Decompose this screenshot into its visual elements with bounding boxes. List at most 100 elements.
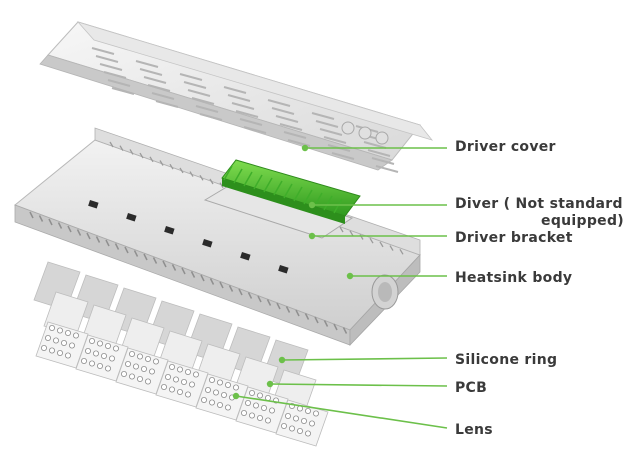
- label-lens: Lens: [455, 422, 493, 438]
- body-vent-slot: [159, 160, 164, 166]
- body-vent-slot: [124, 246, 129, 254]
- body-vent-slot: [295, 309, 300, 317]
- label-driver-cover: Driver cover: [455, 139, 556, 155]
- driver-fin: [293, 186, 303, 202]
- lens-optic: [113, 345, 120, 352]
- lens-optic: [172, 376, 179, 383]
- lens-optic: [140, 365, 147, 372]
- body-vent-slot: [76, 229, 82, 236]
- lens-optic: [125, 360, 132, 367]
- lens-optic: [57, 349, 64, 356]
- cover-vent-slot: [95, 55, 119, 63]
- lens-optic: [144, 378, 151, 385]
- cover-vent-slot: [139, 68, 163, 76]
- label-pcb: PCB: [455, 380, 488, 396]
- lens-optic: [256, 414, 263, 421]
- cover-vent-slot: [195, 105, 219, 113]
- body-vent-slot: [190, 271, 196, 278]
- body-vent-slot: [219, 182, 224, 189]
- lens-optic: [208, 399, 215, 406]
- lens-optic: [280, 422, 287, 429]
- callout-leaders: [232, 144, 448, 429]
- driver-fin: [243, 171, 253, 187]
- lens-optic: [256, 392, 263, 399]
- body-vent-slot: [67, 225, 72, 233]
- body-vent-slot: [219, 281, 224, 289]
- body-vent-slot: [209, 178, 214, 185]
- body-vent-slot: [169, 163, 174, 170]
- cover-vent-slot: [135, 60, 159, 68]
- lens-optic: [148, 368, 155, 375]
- cover-vent-slot: [191, 97, 215, 105]
- cover-vent-slot: [375, 165, 399, 173]
- label-driver: Diver ( Not standard: [455, 196, 623, 212]
- body-vent-slot: [95, 236, 101, 243]
- lens-optic: [248, 412, 255, 419]
- body-vent-slot: [304, 313, 310, 320]
- cover-hole: [341, 121, 355, 135]
- label-silicone-ring: Silicone ring: [455, 352, 558, 368]
- lens-optic: [292, 415, 299, 422]
- lens-optic: [240, 409, 247, 416]
- cover-vent-slot: [183, 81, 207, 89]
- cover-vent-slots: [91, 47, 399, 173]
- cover-vent-slot: [279, 123, 303, 131]
- body-vent-slot: [57, 222, 63, 229]
- lens-optic: [105, 365, 112, 372]
- lens-optic: [268, 407, 275, 414]
- cover-vent-slot: [107, 79, 131, 87]
- cover-vent-slot: [103, 71, 127, 79]
- lens-optic: [192, 371, 199, 378]
- lens-optic: [176, 388, 183, 395]
- lens-optic: [244, 399, 251, 406]
- body-vent-slot: [152, 257, 158, 264]
- cover-vent-slot: [151, 92, 175, 100]
- lens-optic: [260, 404, 267, 411]
- cable-gland-inner: [378, 282, 392, 302]
- fixing-point: [202, 239, 213, 248]
- lens-optic: [212, 389, 219, 396]
- body-vent-slot: [257, 295, 262, 303]
- body-vent-slot: [323, 320, 329, 327]
- driver-fin: [323, 195, 333, 211]
- lens-optic: [61, 339, 68, 346]
- body-vent-slot: [228, 285, 234, 292]
- fixing-point: [126, 213, 137, 222]
- cover-vent-slot: [99, 63, 123, 71]
- lens-optic: [200, 396, 207, 403]
- lens-optic: [152, 358, 159, 365]
- leader-dot: [266, 380, 274, 388]
- cover-vent-slot: [331, 152, 355, 160]
- body-vent-slot: [333, 323, 338, 331]
- body-vent-slot: [143, 253, 148, 261]
- lens-optic: [168, 386, 175, 393]
- body-vent-slot: [209, 278, 215, 285]
- lens-optic: [188, 381, 195, 388]
- lens-optic: [204, 386, 211, 393]
- cover-vent-slot: [371, 157, 395, 165]
- cover-vent-slot: [287, 139, 311, 147]
- body-vent-slot: [342, 327, 348, 334]
- lens-optic: [208, 376, 215, 383]
- lens-optic: [41, 344, 48, 351]
- cover-vent-slot: [179, 73, 203, 81]
- body-vent-slot: [369, 237, 374, 244]
- cover-vent-slot: [367, 149, 391, 157]
- body-vent-slot: [86, 232, 91, 240]
- body-vent-slot: [162, 260, 167, 268]
- driver-fin: [253, 174, 263, 190]
- lens-optic: [69, 342, 76, 349]
- cover-vent-slot: [311, 112, 335, 120]
- lens-optic: [136, 353, 143, 360]
- cover-vent-slot: [267, 99, 291, 107]
- driver-fin: [303, 189, 313, 205]
- lens-optic: [53, 337, 60, 344]
- cover-vent-slot: [275, 115, 299, 123]
- lens-optic: [89, 337, 96, 344]
- cover-hole: [358, 126, 372, 140]
- lens-optic: [308, 420, 315, 427]
- body-vent-slot: [181, 267, 186, 275]
- lens-optic: [85, 347, 92, 354]
- leader-line: [235, 395, 448, 429]
